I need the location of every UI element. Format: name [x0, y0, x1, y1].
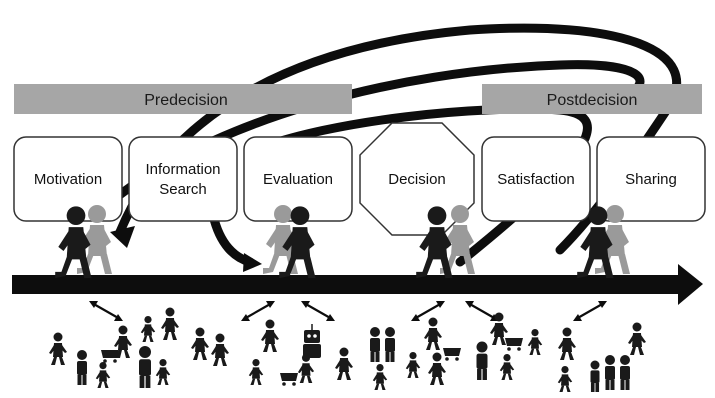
stage-evaluation: Evaluation [243, 136, 353, 222]
stage-sharing-box [596, 136, 706, 222]
robot-icon [303, 324, 321, 358]
stage-satisfaction: Satisfaction [481, 136, 591, 222]
stage-information-search-label: Search [159, 181, 207, 198]
timeline-arrow [12, 264, 703, 305]
stage-information-search-label: Information [145, 161, 220, 178]
postdecision-label: Postdecision [547, 92, 638, 109]
stage-motivation-label: Motivation [34, 171, 102, 188]
loop-arrowhead-evaluation [243, 253, 262, 272]
stage-satisfaction-label: Satisfaction [497, 171, 575, 188]
stage-information-search-box [128, 136, 238, 222]
predecision-bar [14, 84, 352, 114]
stage-motivation: Motivation [13, 136, 123, 222]
stage-decision-label: Decision [388, 171, 446, 188]
stage-sharing-label: Sharing [625, 171, 677, 188]
predecision-label: Predecision [144, 92, 228, 109]
loop-arrowhead-motivation [110, 226, 135, 248]
crowd [49, 307, 646, 392]
stage-motivation-box [13, 136, 123, 222]
stage-evaluation-label: Evaluation [263, 171, 333, 188]
stage-sharing: Sharing [596, 136, 706, 222]
stage-satisfaction-box [481, 136, 591, 222]
stage-decision: Decision [359, 122, 475, 236]
postdecision-bar [482, 84, 702, 114]
